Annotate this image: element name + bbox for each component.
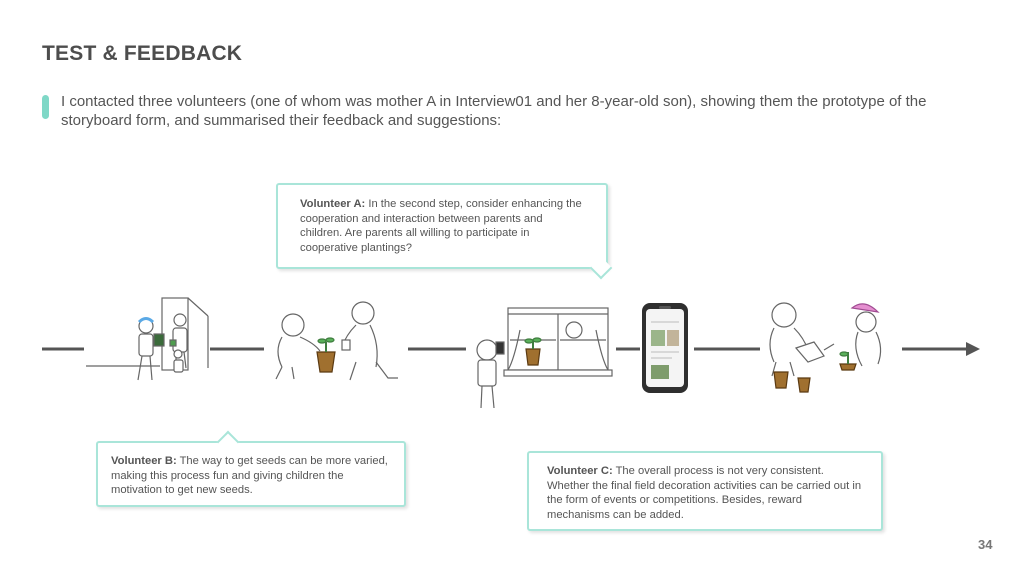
feedback-text: The way to get seeds can be more varied,…: [111, 455, 388, 496]
accent-bar: [42, 95, 49, 119]
volunteer-name: Volunteer C:: [547, 465, 613, 477]
page-title: TEST & FEEDBACK: [42, 42, 243, 65]
scene-plant-together: [275, 301, 398, 381]
scene-decorate-field: [769, 302, 882, 393]
feedback-bubble-volunteer-c: Volunteer C: The overall process is not …: [527, 451, 883, 531]
scene-get-seeds: [86, 297, 209, 381]
feedback-bubble-volunteer-a: Volunteer A: In the second step, conside…: [276, 183, 613, 280]
scene-windowsill: [476, 307, 613, 409]
volunteer-name: Volunteer B:: [111, 455, 177, 467]
intro-text: I contacted three volunteers (one of who…: [61, 93, 927, 129]
timeline-arrowhead: [966, 342, 980, 356]
feedback-text: In the second step, consider enhancing t…: [300, 198, 582, 254]
page-number: 34: [978, 537, 993, 552]
feedback-bubble-volunteer-b: Volunteer B: The way to get seeds can be…: [96, 430, 406, 507]
scene-phone: [642, 303, 688, 393]
volunteer-name: Volunteer A:: [300, 198, 366, 210]
feedback-text: The overall process is not very consiste…: [547, 465, 862, 521]
